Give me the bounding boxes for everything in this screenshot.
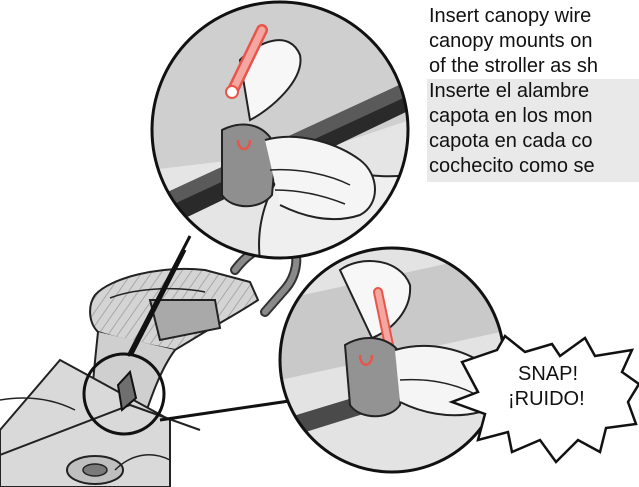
- spanish-line-3: capota en cada co: [429, 130, 592, 152]
- english-line-2: canopy mounts on: [429, 30, 592, 52]
- english-instructions: Insert canopy wire canopy mounts on of t…: [427, 4, 639, 79]
- snap-burst: [452, 336, 639, 462]
- stroller-illustration: [0, 244, 296, 487]
- english-line-3: of the stroller as sh: [429, 55, 598, 77]
- english-line-1: Insert canopy wire: [429, 5, 591, 27]
- spanish-instructions: Inserte el alambre capota en los mon cap…: [427, 79, 639, 182]
- spanish-line-4: cochecito como se: [429, 155, 595, 177]
- instruction-text: Insert canopy wire canopy mounts on of t…: [427, 4, 639, 264]
- spanish-line-1: Inserte el alambre: [429, 80, 589, 102]
- spanish-line-2: capota en los mon: [429, 105, 592, 127]
